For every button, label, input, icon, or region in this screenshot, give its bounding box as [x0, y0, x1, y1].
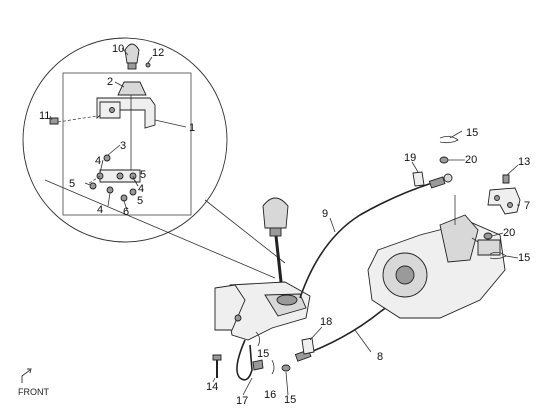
cable-end-16 [236, 339, 264, 381]
detail-circle [22, 37, 286, 279]
callout-19: 19 [404, 152, 416, 164]
front-label: FRONT [18, 387, 49, 397]
callout-8: 11 [39, 110, 50, 122]
callout-15-right: 15 [518, 252, 530, 264]
callout-2: 2 [107, 76, 113, 88]
bracket-10 [487, 174, 521, 215]
detail-shift-lever-bracket [49, 95, 156, 170]
clip-17 [301, 337, 315, 355]
shift-knob [262, 197, 289, 237]
callout-5-lower: 5 [137, 195, 143, 207]
pin-15-top [439, 136, 459, 144]
callout-14: 14 [206, 381, 218, 393]
shift-lever-base [214, 281, 311, 341]
callout-5-left: 5 [69, 178, 75, 190]
bushing-20-top [439, 156, 449, 164]
front-arrow-icon [21, 368, 32, 383]
callout-15-bottom: 16 [264, 389, 276, 401]
callout-1: 1 [189, 122, 195, 134]
callout-17: 18 [320, 316, 332, 328]
callout-20-right: 20 [503, 227, 515, 239]
callout-7: 10 [112, 43, 124, 55]
callout-15-mid: 15 [257, 348, 269, 360]
callout-18: 15 [284, 394, 296, 406]
clip-19 [412, 171, 425, 187]
callout-4-lower: 4 [97, 204, 103, 216]
callout-4-right: 4 [138, 183, 144, 195]
bushing-20-right [483, 232, 493, 240]
bushing-18 [281, 364, 291, 372]
callout-10: 7 [524, 200, 530, 212]
leader-lines [49, 47, 520, 396]
pin-15-bottom [255, 331, 275, 375]
select-cable [299, 173, 453, 299]
callout-15-top: 15 [466, 127, 478, 139]
detail-shift-knob [124, 43, 140, 70]
detail-lower-linkage [87, 154, 141, 202]
transmission-case [367, 195, 506, 319]
callout-3: 3 [120, 140, 126, 152]
callout-13: 9 [322, 208, 328, 220]
callout-9: 12 [152, 47, 164, 59]
detail-boot [117, 62, 151, 96]
callout-12: 8 [377, 351, 383, 363]
bolt-14 [212, 354, 222, 378]
callout-11: 13 [518, 156, 530, 168]
callout-4-upper: 4 [95, 155, 101, 167]
callout-6: 6 [123, 206, 129, 218]
callout-5-right: 5 [140, 169, 146, 181]
callout-16: 17 [236, 395, 248, 407]
callout-20-top: 20 [465, 154, 477, 166]
